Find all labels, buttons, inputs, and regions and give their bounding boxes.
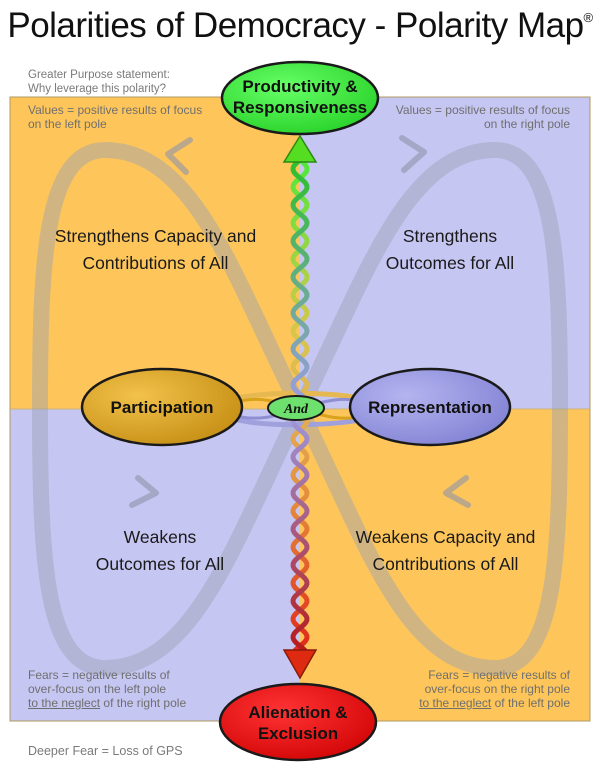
- right-pole-oval: [348, 367, 512, 447]
- and-oval: [267, 395, 325, 421]
- greater-purpose-line2: Why leverage this polarity?: [28, 83, 167, 95]
- top-pole-label-1: Productivity &: [242, 77, 357, 96]
- bottom-pole-oval: [218, 682, 378, 762]
- loop-arrowheads: [129, 135, 471, 508]
- upper-left-statement: Strengthens Capacity and Contributions o…: [28, 223, 283, 277]
- and-label: And: [283, 402, 309, 417]
- bottom-pole-label-2: Exclusion: [258, 724, 338, 743]
- registered-mark: ®: [583, 10, 594, 25]
- fears-right-line3: to the neglect of the left pole: [419, 696, 570, 710]
- fears-right-underlined: to the neglect: [419, 696, 492, 710]
- fears-left-underlined: to the neglect: [28, 696, 101, 710]
- fears-left-rest: of the right pole: [100, 696, 187, 710]
- fears-left-line2: over-focus on the left pole: [28, 682, 167, 696]
- lower-right-statement: Weakens Capacity and Contributions of Al…: [318, 524, 573, 578]
- quadrant-upper-left: [10, 97, 300, 409]
- top-pole-oval: [220, 60, 380, 136]
- fears-right-note: Fears = negative results of over-focus o…: [419, 668, 570, 710]
- quadrant-lower-right: [300, 409, 590, 721]
- infinity-loop: [31, 141, 569, 677]
- values-left-line2: on the left pole: [28, 117, 107, 131]
- down-arrowhead: [282, 649, 318, 680]
- bottom-pole-label-1: Alienation &: [248, 703, 347, 722]
- upper-left-line1: Strengthens Capacity and: [54, 226, 257, 246]
- upper-right-statement: Strengthens Outcomes for All: [330, 223, 570, 277]
- fears-left-line1: Fears = negative results of: [28, 668, 170, 682]
- left-pole-oval: [80, 367, 244, 447]
- values-right-note: Values = positive results of focus on th…: [396, 103, 570, 131]
- fears-left-note: Fears = negative results of over-focus o…: [28, 668, 186, 710]
- page-title: Polarities of Democracy - Polarity Map®: [0, 6, 600, 46]
- upper-right-line1: Strengthens: [402, 226, 498, 246]
- values-left-note: Values = positive results of focus on th…: [28, 103, 202, 131]
- top-pole-label-2: Responsiveness: [233, 98, 367, 117]
- lower-left-line2: Outcomes for All: [95, 554, 225, 574]
- fears-right-line2: over-focus on the right pole: [424, 682, 570, 696]
- right-pole-label: Representation: [368, 398, 492, 417]
- values-right-line2: on the right pole: [483, 117, 570, 131]
- values-left-line1: Values = positive results of focus: [28, 103, 203, 117]
- fears-right-rest: of the left pole: [491, 696, 570, 710]
- quadrant-lower-left: [10, 409, 300, 721]
- values-right-line1: Values = positive results of focus: [395, 103, 570, 117]
- lower-left-line1: Weakens: [123, 527, 197, 547]
- title-text: Polarities of Democracy - Polarity Map: [7, 6, 584, 45]
- up-arrowhead: [282, 134, 318, 163]
- upper-left-line2: Contributions of All: [82, 253, 229, 273]
- fears-left-line3: to the neglect of the right pole: [28, 696, 186, 710]
- left-pole-label: Participation: [111, 398, 214, 417]
- lower-right-line1: Weakens Capacity and: [355, 527, 536, 547]
- greater-purpose-note: Greater Purpose statement: Why leverage …: [28, 68, 170, 96]
- quadrant-upper-right: [300, 97, 590, 409]
- fears-right-line1: Fears = negative results of: [428, 668, 570, 682]
- lower-right-line2: Contributions of All: [372, 554, 519, 574]
- deeper-fear-note: Deeper Fear = Loss of GPS: [28, 744, 183, 758]
- greater-purpose-line1: Greater Purpose statement:: [28, 69, 170, 81]
- lower-left-statement: Weakens Outcomes for All: [40, 524, 280, 578]
- upper-right-line2: Outcomes for All: [385, 253, 515, 273]
